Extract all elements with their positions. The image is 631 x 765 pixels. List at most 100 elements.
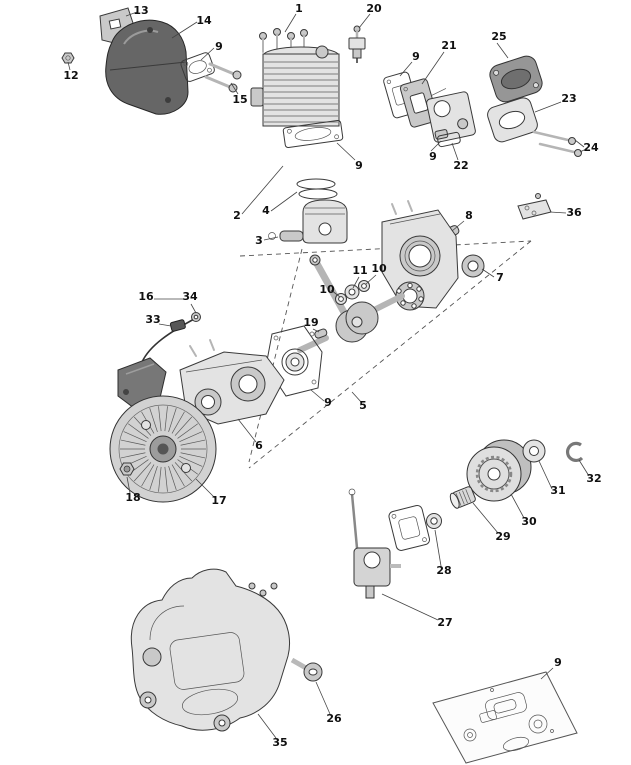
crankshaft-part <box>297 293 405 353</box>
cylinder-part <box>250 45 340 127</box>
part-number-label: 9 <box>429 150 437 163</box>
flywheel-fin-line <box>149 407 158 432</box>
crankcase-left-half-part-6 <box>179 339 285 425</box>
crankcase-right-half-part <box>381 200 459 311</box>
part-number-label: 3 <box>255 234 263 247</box>
washer-part-31 <box>522 439 546 463</box>
bearing-balls <box>396 282 424 309</box>
part-number-label: 7 <box>496 271 504 284</box>
chassis-screws <box>248 582 278 597</box>
washer-part-28 <box>426 513 442 529</box>
muffler-gasket-part-9 <box>180 52 215 82</box>
part-number-label: 10 <box>371 262 387 275</box>
oil-pump-gasket-part <box>388 505 431 551</box>
flywheel-fin-line <box>168 466 177 491</box>
gasket-set-part-9 <box>432 671 578 764</box>
part-number-label: 2 <box>233 209 241 222</box>
part-number-label: 36 <box>566 206 582 219</box>
part-number-label: 25 <box>491 30 506 43</box>
oil-pump-part-27 <box>348 488 401 599</box>
part-number-label: 16 <box>138 290 154 303</box>
flywheel-fin-line <box>158 406 162 432</box>
clutch-drum-part-30 <box>466 439 532 502</box>
intake-plate-part-23 <box>487 97 538 143</box>
connecting-rod-part <box>309 254 350 320</box>
cylinder-base-gasket-part-9 <box>282 119 344 149</box>
flywheel-fin-line <box>164 466 168 492</box>
part-number-label: 33 <box>145 313 160 326</box>
part-number-label: 1 <box>295 2 303 15</box>
flywheel-fin-line <box>149 466 158 491</box>
flywheel-fin-line <box>177 423 198 439</box>
part-number-label: 15 <box>232 93 247 106</box>
part-number-label: 35 <box>272 736 287 749</box>
part-number-label: 26 <box>326 712 342 725</box>
flywheel-fin-line <box>180 439 206 446</box>
part-number-label: 12 <box>63 69 78 82</box>
flywheel-fin-line <box>164 406 168 432</box>
part-number-label: 9 <box>355 159 363 172</box>
grommet-part-34 <box>191 312 201 322</box>
flywheel-fin-line <box>120 439 146 446</box>
muffler-part-14 <box>105 19 189 115</box>
part-number-label: 17 <box>211 494 226 507</box>
part-number-label: 34 <box>182 290 198 303</box>
flywheel-fin-line <box>171 411 185 434</box>
oil-seal-part-7 <box>461 254 485 278</box>
part-number-label: 9 <box>554 656 562 669</box>
filter-plate-part-25 <box>489 55 543 103</box>
wrist-pin-part-3 <box>268 230 304 242</box>
ignition-coil-part <box>117 357 167 409</box>
flywheel-fin-line <box>168 407 177 432</box>
part-number-label: 5 <box>359 399 367 412</box>
carb-lower-gasket-part-9 <box>437 131 461 148</box>
part-number-label: 28 <box>436 564 451 577</box>
part-number-label: 6 <box>255 439 263 452</box>
part-number-label: 9 <box>324 396 332 409</box>
part-number-label: 18 <box>125 491 140 504</box>
flywheel-fin-line <box>158 466 162 492</box>
part-number-label: 24 <box>583 141 599 154</box>
part-number-label: 30 <box>521 515 537 528</box>
flywheel-fin-line <box>180 452 206 459</box>
leader-lines <box>67 11 590 739</box>
piston-part <box>302 199 348 244</box>
crank-washers-parts-10-11 <box>335 280 370 305</box>
e-clip-part-32 <box>565 441 584 462</box>
part-number-label: 9 <box>412 50 420 63</box>
flywheel-fin-line <box>174 416 193 436</box>
part-number-label: 32 <box>586 472 601 485</box>
flywheel-fin-line <box>128 423 149 439</box>
part-number-label: 19 <box>303 316 318 329</box>
flywheel-fin-line <box>123 431 147 442</box>
part-number-label: 31 <box>550 484 565 497</box>
part-number-label: 9 <box>215 40 223 53</box>
flywheel-fin-line <box>133 462 152 482</box>
flywheel-nut-part-18 <box>119 462 135 476</box>
flywheel-part-17 <box>109 395 217 503</box>
part-number-label: 21 <box>441 39 456 52</box>
flywheel-fin-line <box>141 464 155 487</box>
flywheel-fin-line <box>179 456 203 467</box>
part-number-label: 4 <box>262 204 270 217</box>
flywheel-fin-line <box>179 431 203 442</box>
spark-plug-part-20 <box>348 25 366 63</box>
chassis-housing-part-35 <box>130 568 291 732</box>
needle-bearing-part-29 <box>449 486 476 509</box>
part-number-label: 22 <box>453 159 468 172</box>
part-number-label: 29 <box>495 530 510 543</box>
carb-screws-part-24 <box>532 130 582 157</box>
piston-rings-part-4 <box>296 178 338 200</box>
part-number-label: 20 <box>366 2 382 15</box>
flywheel-fin-line <box>171 464 185 487</box>
buffer-plug-part-26 <box>290 657 323 682</box>
part-number-label: 8 <box>465 209 473 222</box>
nut-part-12 <box>61 52 75 64</box>
part-number-label: 14 <box>196 14 212 27</box>
part-number-label: 27 <box>437 616 452 629</box>
part-number-label: 13 <box>133 4 148 17</box>
clip-part-33 <box>169 319 186 332</box>
